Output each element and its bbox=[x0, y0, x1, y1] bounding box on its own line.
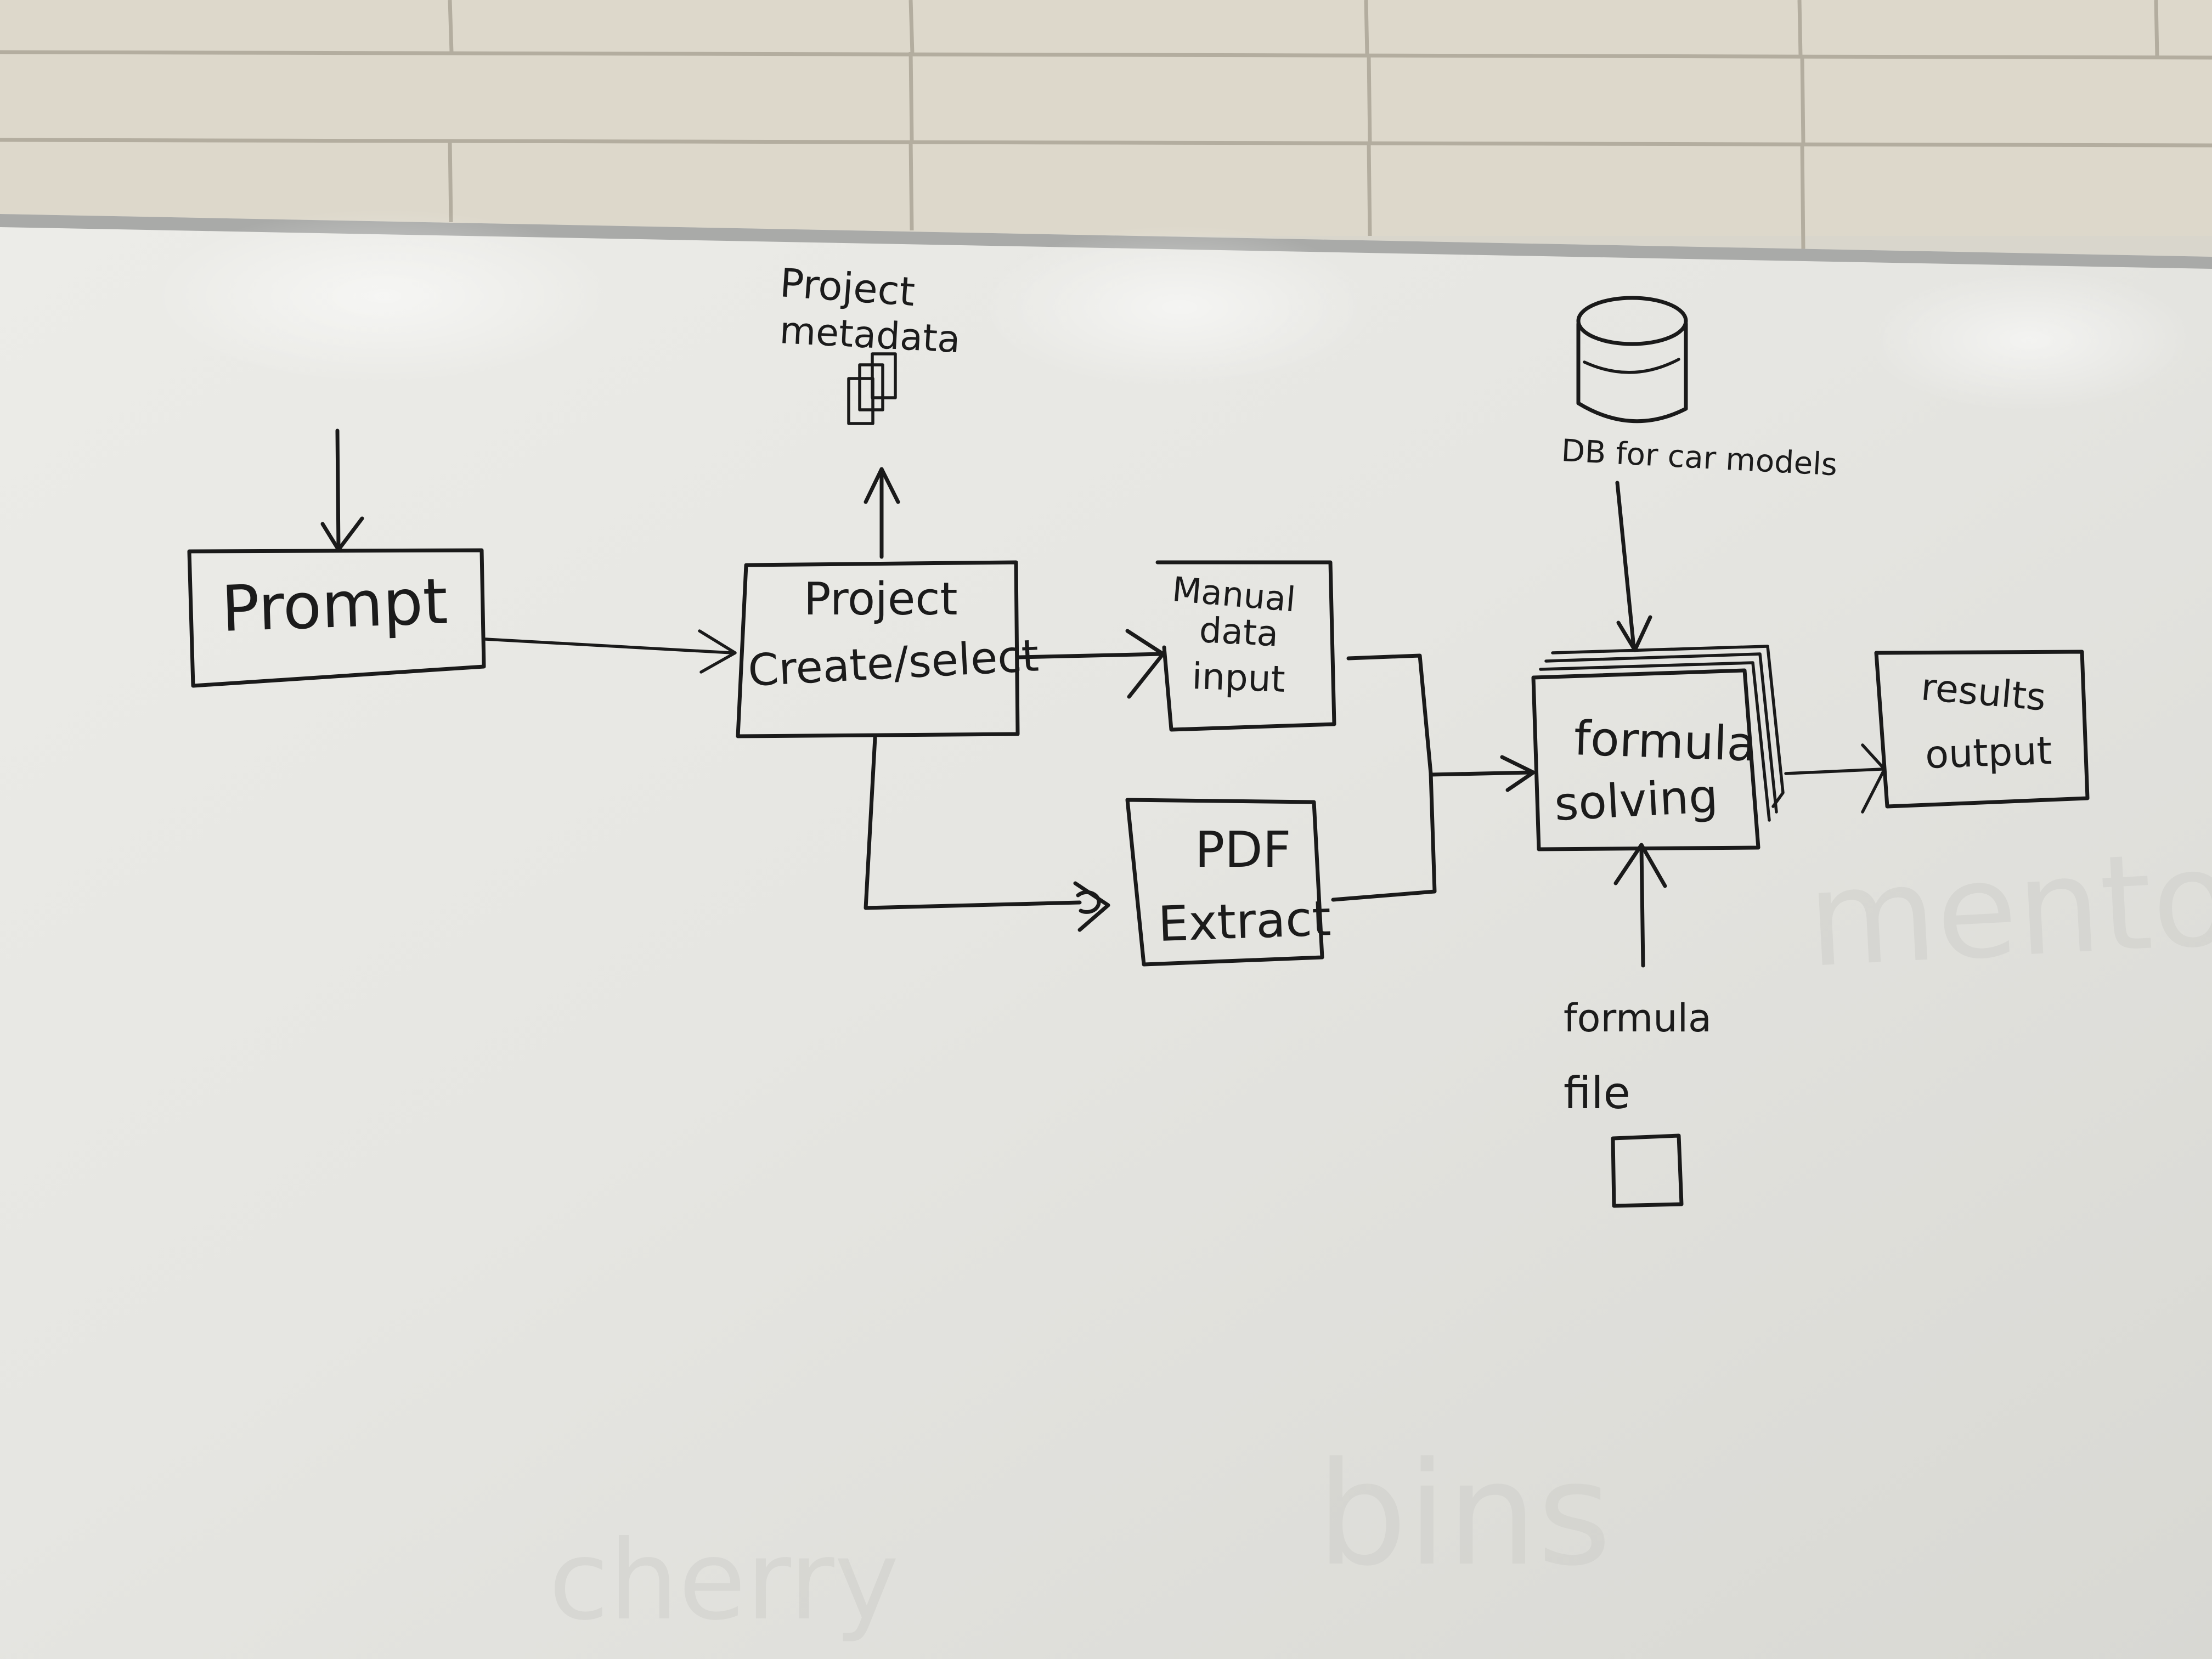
manual-label-3: input bbox=[1191, 655, 1285, 701]
pdf-label-1: PDF bbox=[1195, 821, 1291, 879]
formula-file-label-1: formula bbox=[1564, 996, 1712, 1041]
metadata-label-2: metadata bbox=[778, 309, 961, 362]
svg-text:cherry: cherry bbox=[549, 1517, 899, 1645]
whiteboard: mentor bins cherry bbox=[0, 208, 2212, 1659]
results-label-2: output bbox=[1925, 728, 2053, 777]
node-results-output: results output bbox=[1874, 650, 2090, 809]
formula-solving-label-2: solving bbox=[1553, 769, 1719, 831]
node-project-create-select: Project Create/select bbox=[736, 560, 1040, 738]
node-formula-file: formula file bbox=[1564, 996, 1712, 1208]
svg-text:bins: bins bbox=[1317, 1432, 1612, 1598]
pdf-label-2: Extract bbox=[1157, 890, 1332, 952]
file-icon bbox=[1611, 1133, 1684, 1208]
node-prompt: Prompt bbox=[187, 548, 486, 688]
svg-text:mentor: mentor bbox=[1804, 819, 2212, 997]
edge-file-to-formula bbox=[1613, 843, 1667, 968]
edge-manual-pdf-to-formula bbox=[1331, 653, 1536, 902]
cinder-block-wall bbox=[0, 0, 2212, 250]
metadata-label-1: Project bbox=[778, 259, 917, 315]
edge-prompt-to-project bbox=[484, 629, 737, 674]
database-icon bbox=[1576, 296, 1688, 424]
formula-file-label-2: file bbox=[1564, 1068, 1630, 1119]
node-project-metadata: Project metadata bbox=[778, 259, 961, 425]
manual-label-2: data bbox=[1198, 610, 1279, 654]
node-project-label-1: Project bbox=[804, 573, 958, 625]
node-pdf-extract: PDF Extract bbox=[1125, 798, 1332, 967]
formula-solving-label-1: formula bbox=[1573, 711, 1757, 772]
edge-project-to-metadata bbox=[864, 467, 900, 559]
node-prompt-label: Prompt bbox=[220, 565, 449, 646]
edge-project-to-pdf bbox=[864, 736, 1110, 932]
node-formula-solving: formula solving bbox=[1531, 645, 1785, 851]
documents-icon bbox=[847, 352, 897, 425]
